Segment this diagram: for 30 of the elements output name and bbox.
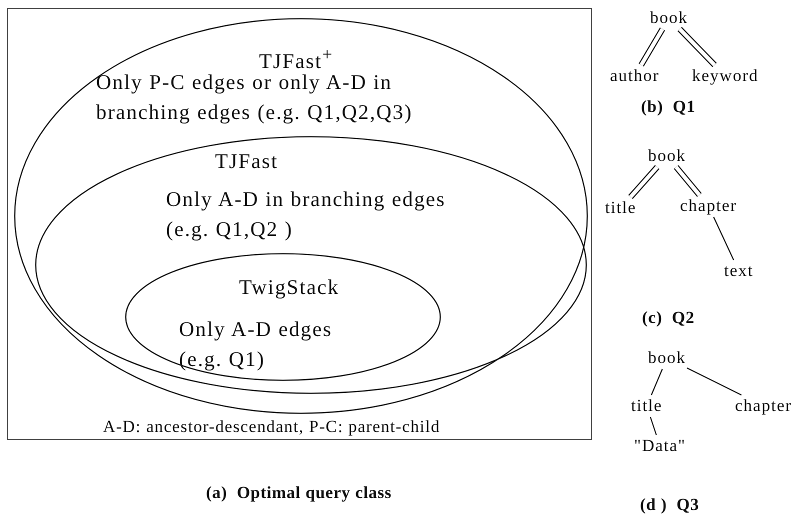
subfigure-caption: (b) Q1: [641, 97, 696, 117]
tree-node-label: title: [631, 396, 662, 416]
class-ellipse: [125, 253, 441, 381]
tree-node-label: book: [648, 146, 686, 166]
class-name: TwigStack: [239, 274, 340, 301]
tree-node-label: title: [605, 198, 636, 218]
tree-node-label: text: [724, 261, 754, 281]
class-name: TJFast: [215, 148, 278, 175]
double-line: [674, 165, 702, 197]
tree-edge: [713, 216, 734, 260]
tree-node-label: chapter: [680, 196, 738, 216]
tree-edge: [650, 416, 657, 436]
double-line: [638, 27, 666, 67]
tree-node-label: keyword: [692, 66, 758, 86]
tree-edge: [650, 368, 663, 396]
note-text: A-D: ancestor-descendant, P-C: parent-child: [103, 416, 440, 438]
double-line: [628, 165, 660, 199]
tree-node-label: author: [610, 66, 660, 86]
tree-node-label: book: [648, 348, 686, 368]
class-ellipse: [35, 136, 587, 394]
class-description: Only A-D edges (e.g. Q1): [179, 316, 334, 373]
tree-node-label: chapter: [735, 396, 792, 416]
tree-node-label: "Data": [634, 436, 686, 456]
subfigure-caption: (a) Optimal query class: [206, 483, 392, 503]
tree-edge: [686, 367, 742, 396]
double-line: [678, 26, 717, 68]
subfigure-caption: (d ) Q3: [640, 495, 700, 515]
tree-node-label: book: [650, 8, 688, 28]
class-description: Only A-D in branching edges (e.g. Q1,Q2 ): [166, 186, 447, 243]
subfigure-caption: (c) Q2: [642, 308, 695, 328]
